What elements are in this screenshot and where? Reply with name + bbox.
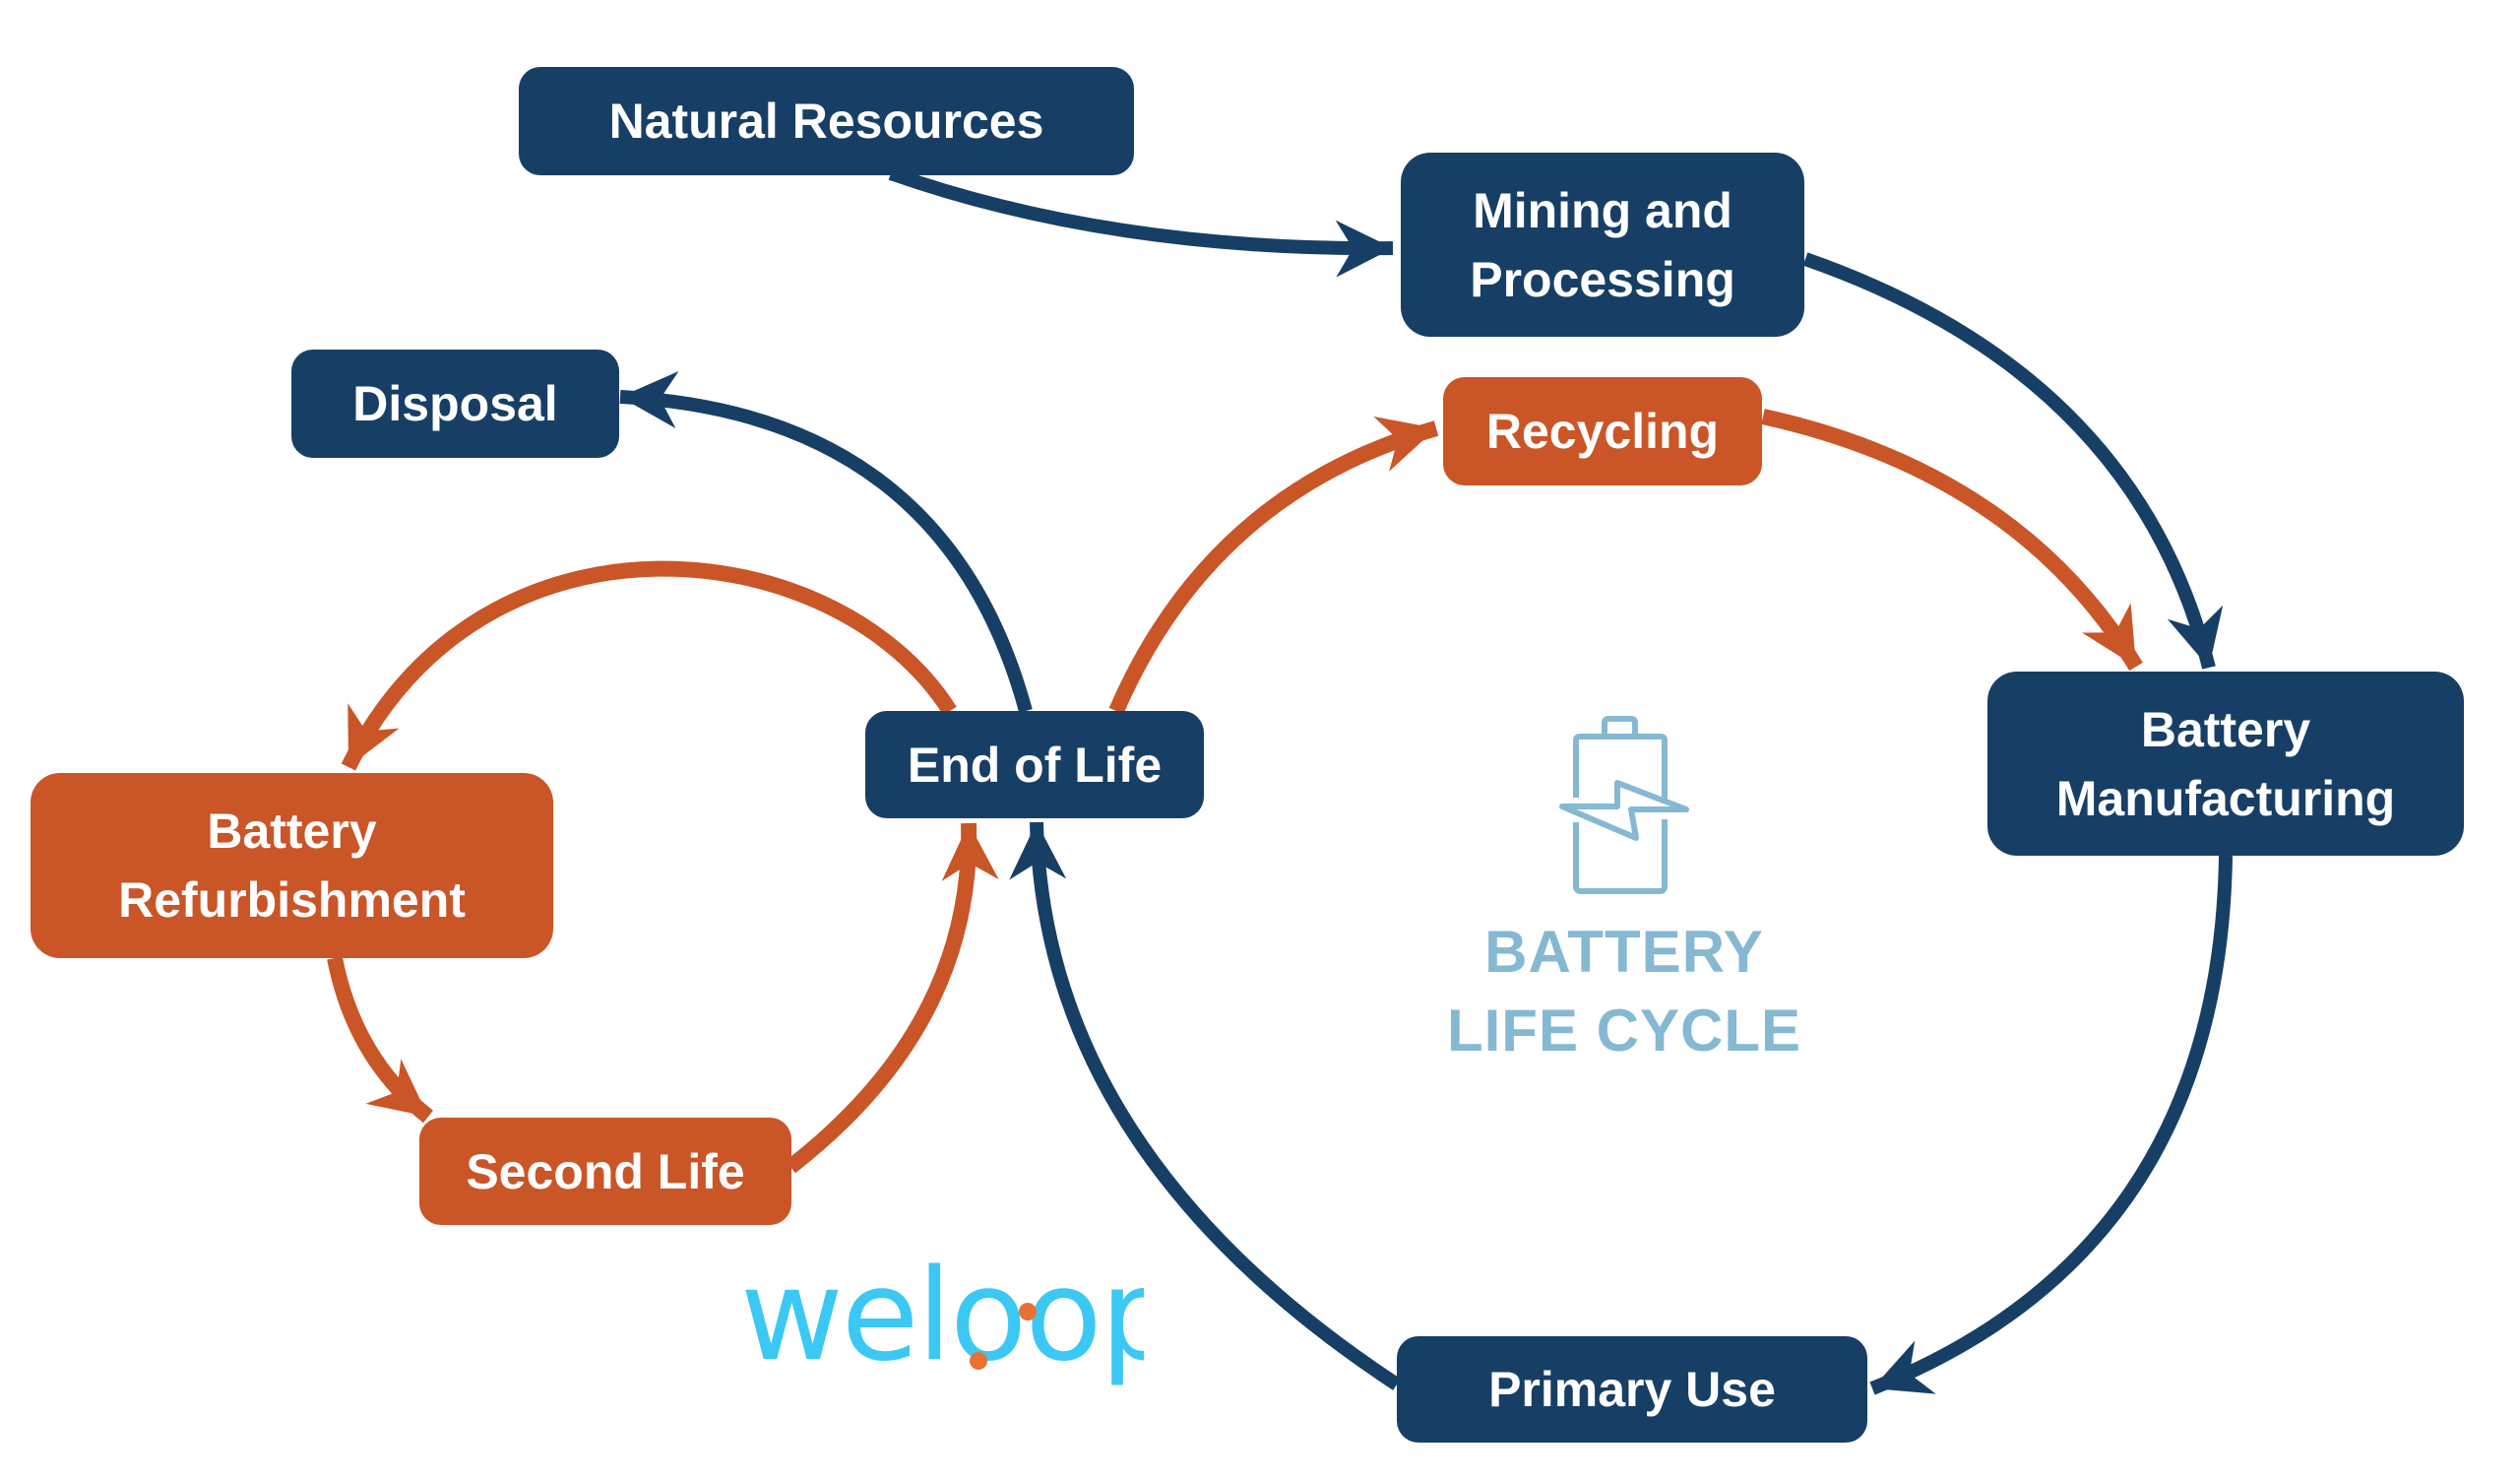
node-mining-and-processing[interactable]: Mining and Processing bbox=[1401, 153, 1804, 337]
weloop-logo: weloop bbox=[740, 1262, 1144, 1389]
node-label-line-1: Battery bbox=[2140, 701, 2311, 757]
node-label: Primary Use bbox=[1488, 1362, 1776, 1417]
node-label-line-2: Manufacturing bbox=[2055, 770, 2396, 826]
arrow-primary-use-to-end-of-life bbox=[1009, 821, 1401, 1390]
arrow-end-of-life-to-recycling bbox=[1108, 416, 1439, 715]
arrow-natural-resources-to-mining bbox=[888, 166, 1394, 278]
node-natural-resources[interactable]: Natural Resources bbox=[519, 67, 1134, 175]
node-second-life[interactable]: Second Life bbox=[419, 1118, 791, 1225]
arrow-mining-to-manufacturing bbox=[1802, 252, 2224, 670]
arrow-refurbishment-to-second-life bbox=[327, 956, 433, 1124]
logo-accent-dot-1 bbox=[970, 1352, 987, 1370]
node-label-line-2: Refurbishment bbox=[118, 872, 466, 928]
node-disposal[interactable]: Disposal bbox=[291, 350, 619, 458]
arrow-end-of-life-to-disposal bbox=[619, 371, 1033, 713]
logo-text: weloop bbox=[740, 1262, 1144, 1389]
node-battery-refurbishment[interactable]: Battery Refurbishment bbox=[31, 773, 553, 958]
arrow-end-of-life-to-refurbishment bbox=[341, 560, 957, 771]
battery-charging-icon bbox=[1559, 716, 1689, 894]
arrow-manufacturing-to-primary-use bbox=[1869, 855, 2233, 1395]
node-primary-use[interactable]: Primary Use bbox=[1397, 1336, 1867, 1443]
node-label-line-1: Battery bbox=[207, 804, 377, 859]
node-battery-manufacturing[interactable]: Battery Manufacturing bbox=[1987, 672, 2464, 856]
node-label: Natural Resources bbox=[608, 94, 1044, 149]
diagram-title-line-2: LIFE CYCLE bbox=[1446, 997, 1801, 1063]
node-label: Disposal bbox=[352, 376, 558, 431]
node-label-line-1: Mining and bbox=[1473, 182, 1732, 238]
node-label: End of Life bbox=[907, 737, 1163, 793]
arrow-second-life-to-end-of-life bbox=[786, 822, 999, 1174]
diagram-title-line-1: BATTERY bbox=[1484, 919, 1764, 985]
node-end-of-life[interactable]: End of Life bbox=[865, 711, 1204, 818]
node-label: Recycling bbox=[1485, 404, 1720, 459]
logo-accent-dot-2 bbox=[1019, 1303, 1037, 1320]
node-label-line-2: Processing bbox=[1470, 251, 1735, 307]
node-recycling[interactable]: Recycling bbox=[1443, 377, 1762, 485]
arrow-recycling-to-manufacturing bbox=[1761, 409, 2143, 672]
node-label: Second Life bbox=[466, 1143, 745, 1199]
